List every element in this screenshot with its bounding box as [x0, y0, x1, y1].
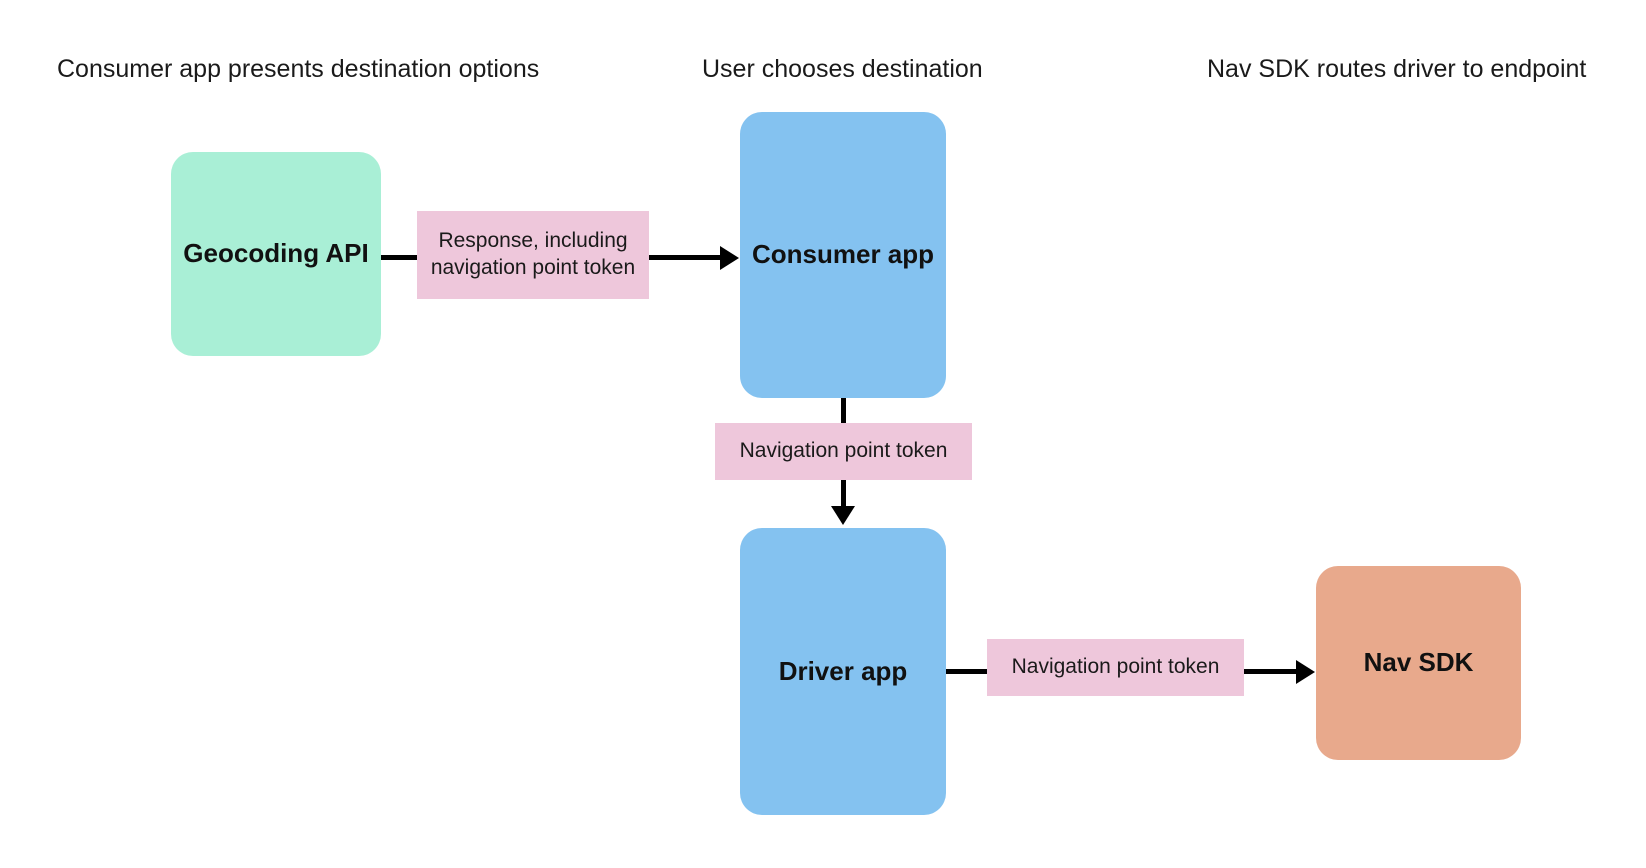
node-driver-app[interactable]: Driver app: [740, 528, 946, 815]
edge-label-consumer-to-driver: Navigation point token: [715, 423, 972, 480]
arrow-right-icon-geocoding-to-consumer: [720, 246, 739, 270]
node-geocoding-api-label: Geocoding API: [183, 238, 369, 269]
edge-label-geocoding-to-consumer: Response, including navigation point tok…: [417, 211, 649, 299]
node-nav-sdk-label: Nav SDK: [1363, 647, 1474, 678]
node-consumer-app[interactable]: Consumer app: [740, 112, 946, 398]
column-header-consumer-options: Consumer app presents destination option…: [57, 55, 540, 83]
column-header-user-chooses: User chooses destination: [702, 55, 983, 83]
arrow-down-icon-consumer-to-driver: [831, 506, 855, 525]
column-header-navsdk-routes: Nav SDK routes driver to endpoint: [1207, 55, 1587, 83]
arrow-right-icon-driver-to-navsdk: [1296, 660, 1315, 684]
node-driver-app-label: Driver app: [778, 655, 908, 686]
node-geocoding-api[interactable]: Geocoding API: [171, 152, 381, 356]
node-consumer-app-label: Consumer app: [751, 239, 935, 270]
node-nav-sdk[interactable]: Nav SDK: [1316, 566, 1521, 760]
edge-label-driver-to-navsdk: Navigation point token: [987, 639, 1244, 696]
